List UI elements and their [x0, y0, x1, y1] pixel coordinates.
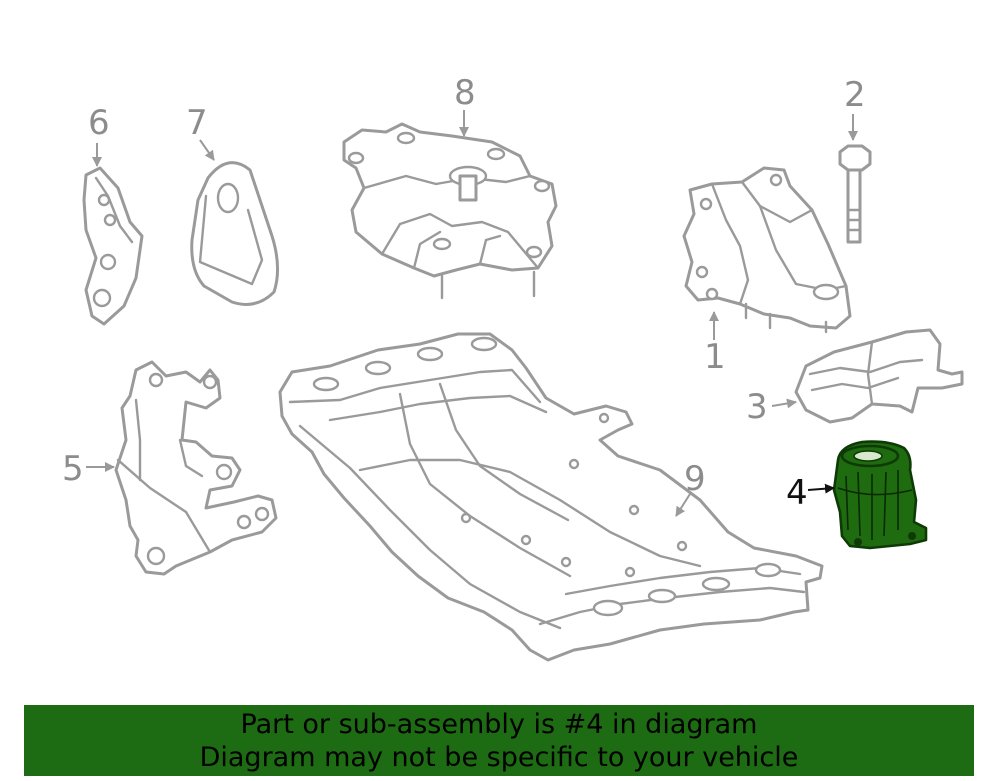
callout-2: 2 [844, 75, 866, 115]
callout-7: 7 [186, 103, 208, 143]
part-5-bracket [114, 360, 278, 576]
banner-line-1: Part or sub-assembly is #4 in diagram [240, 709, 758, 740]
part-8-transmission-mount [342, 122, 558, 300]
callout-1: 1 [704, 337, 726, 377]
info-banner: Part or sub-assembly is #4 in diagram Di… [24, 705, 974, 776]
callout-9: 9 [684, 459, 706, 499]
part-3-heat-shield [794, 328, 964, 424]
part-2-bolt [838, 144, 872, 244]
callout-5: 5 [62, 449, 84, 489]
part-7-pad [190, 161, 279, 306]
callouts: 6 7 8 2 1 3 5 9 4 [62, 73, 866, 513]
part-9-crossmember [278, 332, 824, 662]
banner-line-2: Diagram may not be specific to your vehi… [199, 742, 799, 773]
part-6-bracket [82, 166, 144, 326]
leader-lines [86, 110, 858, 517]
callout-4: 4 [786, 473, 808, 513]
part-4-highlighted-mount [832, 440, 928, 550]
callout-8: 8 [454, 73, 476, 113]
callout-3: 3 [746, 387, 768, 427]
part-1-engine-mount [682, 166, 852, 334]
parts-diagram: 6 7 8 2 1 3 5 9 4 [62, 73, 964, 662]
callout-6: 6 [88, 103, 110, 143]
